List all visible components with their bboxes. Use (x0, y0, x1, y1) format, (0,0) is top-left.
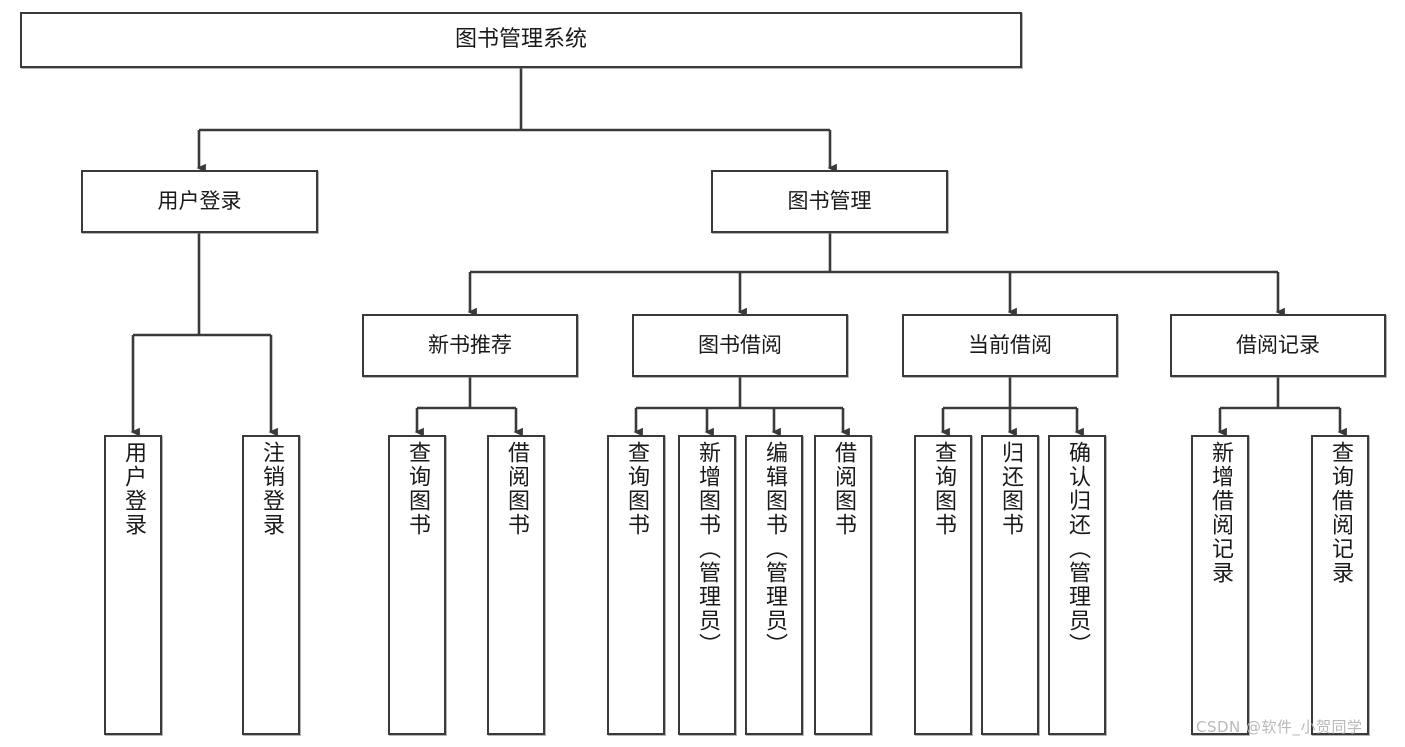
node-label: 查询图书 (405, 441, 430, 537)
leaf-confirm-return-admin[interactable]: 确认归还（管理员） (1048, 435, 1106, 735)
node-label: 借阅记录 (1236, 333, 1320, 358)
node-label: 查询图书 (931, 441, 956, 537)
node-label: 当前借阅 (968, 333, 1052, 358)
node-label: 查询图书 (624, 441, 649, 537)
node-label: 新增借阅记录 (1208, 441, 1233, 585)
leaf-user-login[interactable]: 用户登录 (104, 435, 162, 735)
csdn-watermark: CSDN @软件_小贺同学 (1196, 718, 1363, 736)
leaf-query-book-recommend[interactable]: 查询图书 (388, 435, 446, 735)
node-label: 查询借阅记录 (1328, 441, 1353, 585)
node-label: 借阅图书 (504, 441, 529, 537)
node-label: 注销登录 (259, 441, 284, 537)
leaf-add-book-admin[interactable]: 新增图书（管理员） (678, 435, 736, 735)
node-label: 图书管理 (787, 189, 872, 214)
leaf-query-book-borrow[interactable]: 查询图书 (607, 435, 665, 735)
node-borrow-records[interactable]: 借阅记录 (1170, 314, 1386, 377)
node-book-management[interactable]: 图书管理 (711, 170, 948, 233)
node-label: 图书借阅 (698, 333, 782, 358)
leaf-query-borrow-record[interactable]: 查询借阅记录 (1311, 435, 1369, 735)
node-label: 归还图书 (998, 441, 1023, 537)
node-label: 借阅图书 (831, 441, 856, 537)
node-label: 用户登录 (121, 441, 146, 537)
leaf-logout[interactable]: 注销登录 (242, 435, 300, 735)
node-label: 图书管理系统 (454, 27, 587, 53)
leaf-borrow-book-recommend[interactable]: 借阅图书 (487, 435, 545, 735)
leaf-return-book[interactable]: 归还图书 (981, 435, 1039, 735)
node-label: 新增图书（管理员） (695, 441, 720, 657)
node-root-system[interactable]: 图书管理系统 (20, 12, 1022, 68)
node-label: 编辑图书（管理员） (762, 441, 787, 657)
leaf-query-book-current[interactable]: 查询图书 (914, 435, 972, 735)
node-label: 新书推荐 (428, 333, 512, 358)
leaf-edit-book-admin[interactable]: 编辑图书（管理员） (745, 435, 803, 735)
node-label: 确认归还（管理员） (1065, 441, 1090, 657)
leaf-add-borrow-record[interactable]: 新增借阅记录 (1191, 435, 1249, 735)
node-current-borrow[interactable]: 当前借阅 (902, 314, 1118, 377)
node-label: 用户登录 (157, 189, 242, 214)
node-book-borrow[interactable]: 图书借阅 (632, 314, 848, 377)
node-user-login[interactable]: 用户登录 (81, 170, 318, 233)
leaf-borrow-book[interactable]: 借阅图书 (814, 435, 872, 735)
node-new-book-recommend[interactable]: 新书推荐 (362, 314, 578, 377)
